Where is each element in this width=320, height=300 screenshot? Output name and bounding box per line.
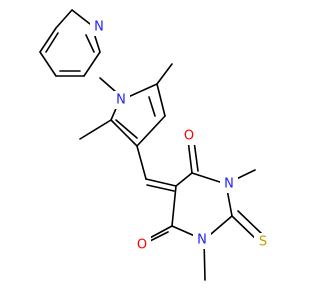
- atom-label-bg: [112, 91, 130, 109]
- left-nitrogen-label: N: [197, 233, 207, 248]
- bond-pyrrole-to-methine: [136, 145, 147, 180]
- bond-pyrrole-double-2: [115, 119, 138, 139]
- bottom-oxygen-label: O: [137, 238, 147, 253]
- bond-pyridine-3: [83, 51, 101, 77]
- atom-label-bg: [90, 18, 108, 36]
- right-nitrogen-label: N: [224, 177, 234, 192]
- molecule-structure-diagram: N N O O N N S: [39, 9, 272, 281]
- atom-label-bg: [180, 127, 198, 145]
- bond-pyridine-5: [39, 51, 57, 77]
- bond-pyridine-6: [39, 27, 57, 53]
- bond-pyridine-double-1: [45, 32, 59, 53]
- bond-methine-double: [146, 184, 175, 192]
- bond-thione-double: [237, 210, 264, 236]
- bond-pyrrole-2: [156, 83, 166, 117]
- bond-methine-to-ring: [145, 178, 177, 187]
- bond-pyrrole-methyl-left: [79, 119, 112, 140]
- atom-label-bg: [193, 231, 211, 249]
- bond-ring-left-up: [171, 185, 177, 227]
- bond-pyrrole-double-1: [148, 96, 156, 117]
- pyridine-nitrogen-label: N: [94, 20, 104, 35]
- atom-label-layer: N N O O N N S: [90, 18, 272, 254]
- bond-pyrrole-1: [125, 83, 158, 99]
- bond-pyridine-double-3: [85, 34, 95, 53]
- bond-pyridine-1: [71, 9, 91, 25]
- bond-pyrrole-3: [136, 115, 166, 147]
- bond-layer: [39, 9, 264, 281]
- top-oxygen-label: O: [184, 129, 194, 144]
- sulfur-label: S: [259, 235, 267, 250]
- atom-label-bg: [133, 236, 151, 254]
- bond-pyrrole-4: [110, 119, 138, 147]
- atom-label-bg: [220, 175, 238, 193]
- pyrrole-nitrogen-label: N: [116, 93, 126, 108]
- bond-carbonyl-top-double: [193, 140, 199, 172]
- bond-pyridine-7: [55, 9, 73, 29]
- atom-label-bg: [254, 233, 272, 251]
- bond-pyrrole-methyl-top: [156, 63, 173, 85]
- bond-thione: [231, 215, 258, 241]
- bond-pyridine-to-pyrrole: [99, 77, 117, 93]
- bond-carbonyl-top: [187, 139, 193, 174]
- bond-ring-top-left: [175, 172, 193, 187]
